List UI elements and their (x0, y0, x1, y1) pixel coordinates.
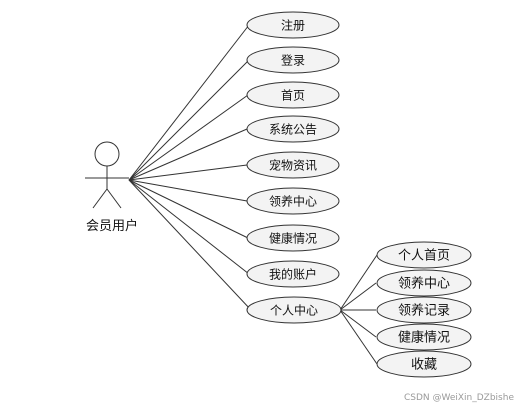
sub-use-case-ellipse (376, 296, 472, 324)
sub-use-case-favorites: 收藏 (376, 350, 472, 378)
association-line-register (128, 24, 250, 181)
sub-use-case-ellipse (376, 350, 472, 378)
use-case-ellipse (246, 151, 340, 179)
association-line-announcement (128, 128, 248, 181)
use-case-label: 宠物资讯 (269, 158, 317, 173)
use-case-ellipse (246, 260, 340, 288)
association-line-my-account (128, 179, 250, 275)
association-line-login (128, 59, 250, 181)
actor-member-user: 会员用户 (85, 141, 138, 234)
association-line-personal-center (128, 179, 252, 311)
actor-label: 会员用户 (86, 218, 138, 234)
use-case-announcement: 系统公告 (246, 115, 340, 143)
use-case-ellipse (246, 187, 340, 215)
use-case-label: 登录 (281, 53, 305, 68)
use-case-ellipse (246, 296, 342, 324)
sub-use-case-label: 个人首页 (398, 249, 450, 264)
association-line-favorites (339, 309, 378, 365)
use-case-label: 个人中心 (270, 303, 318, 318)
association-line-home (128, 94, 249, 181)
use-case-label: 注册 (281, 18, 305, 33)
association-line-sub-adoption-center (339, 282, 377, 311)
use-case-adoption-center: 领养中心 (246, 187, 340, 215)
use-case-label: 首页 (281, 89, 305, 103)
use-case-personal-center: 个人中心 (246, 296, 342, 324)
use-case-login: 登录 (246, 46, 340, 74)
association-line-personal-home (339, 254, 378, 311)
sub-use-case-label: 健康情况 (398, 330, 450, 346)
sub-use-case-health-status: 健康情况 (376, 323, 472, 351)
actor-head (94, 141, 120, 167)
use-case-ellipse (246, 81, 340, 109)
sub-use-case-label: 领养中心 (398, 276, 450, 292)
use-case-register: 注册 (246, 11, 340, 39)
association-line-adoption-center (128, 179, 248, 202)
sub-use-case-adoption-center: 领养中心 (376, 269, 472, 297)
sub-use-case-adoption-records: 领养记录 (376, 296, 472, 324)
sub-use-case-ellipse (376, 323, 472, 351)
use-case-ellipse (246, 224, 340, 252)
association-lines (128, 24, 378, 365)
sub-use-case-ellipse (376, 241, 472, 269)
use-case-home: 首页 (246, 81, 340, 109)
use-case-label: 领养中心 (269, 194, 317, 209)
use-case-ellipse (246, 11, 340, 39)
association-line-sub-health-status (339, 309, 377, 338)
use-case-my-account: 我的账户 (246, 260, 340, 288)
use-case-health-status: 健康情况 (246, 224, 340, 252)
use-case-pet-info: 宠物资讯 (246, 151, 340, 179)
actor-left-leg (92, 188, 108, 209)
watermark: CSDN @WeiXin_DZbishe (404, 393, 515, 403)
actor-right-leg (106, 188, 122, 209)
sub-use-case-label: 收藏 (411, 358, 437, 373)
association-line-pet-info (128, 164, 248, 181)
association-line-health-status (128, 179, 249, 239)
use-case-label: 健康情况 (269, 231, 317, 246)
use-case-label: 系统公告 (269, 123, 317, 137)
use-case-label: 我的账户 (269, 267, 317, 282)
use-case-ellipse (246, 115, 340, 143)
use-case-ellipse (246, 46, 340, 74)
sub-use-case-personal-home: 个人首页 (376, 241, 472, 269)
sub-use-case-label: 领养记录 (398, 303, 450, 319)
sub-use-case-ellipse (376, 269, 472, 297)
